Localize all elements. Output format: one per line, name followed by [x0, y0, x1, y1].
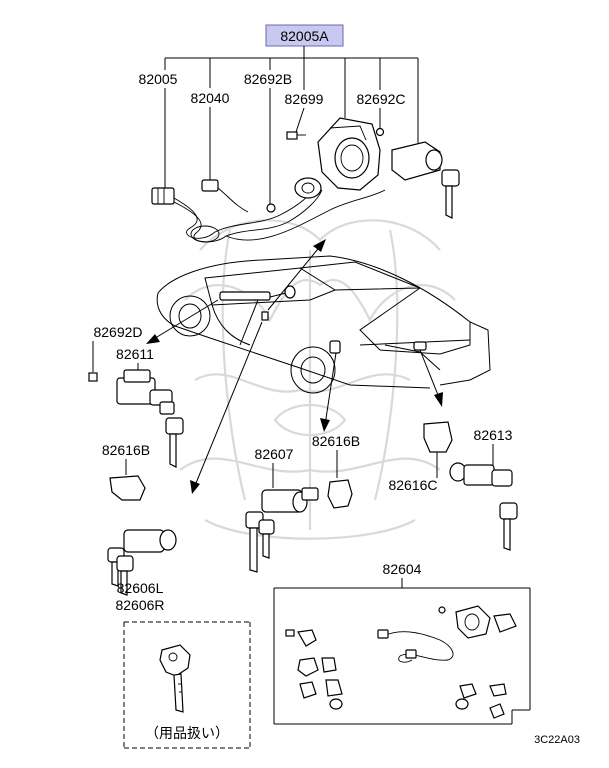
- label-82005A[interactable]: 82005A: [280, 28, 329, 44]
- label-82616B-left[interactable]: 82616B: [102, 442, 150, 458]
- door-cylinder-82606[interactable]: [107, 529, 177, 596]
- top-leader-lines: [164, 88, 381, 205]
- label-82692C[interactable]: 82692C: [356, 91, 405, 107]
- car-body-outline: [156, 255, 491, 394]
- door-lock-82611[interactable]: [88, 369, 184, 468]
- label-82692D[interactable]: 82692D: [93, 324, 142, 340]
- clip-82616C[interactable]: [423, 421, 453, 453]
- label-82616B-mid[interactable]: 82616B: [312, 433, 360, 449]
- key-box-caption: （用品扱い）: [145, 726, 229, 742]
- key-blank[interactable]: [159, 644, 191, 713]
- label-82040[interactable]: 82040: [191, 90, 230, 106]
- key-accessory-box: [123, 621, 251, 749]
- location-arrows: [146, 239, 443, 494]
- trunk-lock-82613[interactable]: [449, 462, 518, 551]
- label-82606L[interactable]: 82606L: [117, 580, 164, 596]
- kit-box-82604: [273, 578, 531, 725]
- label-82604[interactable]: 82604: [383, 561, 422, 577]
- door-lock-82607[interactable]: [245, 487, 319, 573]
- label-82607[interactable]: 82607: [255, 446, 294, 462]
- clip-82616B-mid[interactable]: [327, 479, 353, 509]
- label-82692B[interactable]: 82692B: [244, 71, 292, 87]
- assembly-bracket: [164, 46, 419, 145]
- label-82613[interactable]: 82613: [474, 427, 513, 443]
- figure-code: 3C22A03: [534, 734, 580, 746]
- ignition-switch-assembly[interactable]: [151, 117, 460, 243]
- label-82005[interactable]: 82005: [139, 71, 178, 87]
- label-82699[interactable]: 82699: [285, 91, 324, 107]
- label-82611[interactable]: 82611: [116, 346, 154, 362]
- label-82606R[interactable]: 82606R: [115, 597, 164, 613]
- label-82616C[interactable]: 82616C: [388, 477, 437, 493]
- kit-parts-82604[interactable]: [285, 605, 517, 719]
- clip-82616B-left[interactable]: [109, 475, 146, 501]
